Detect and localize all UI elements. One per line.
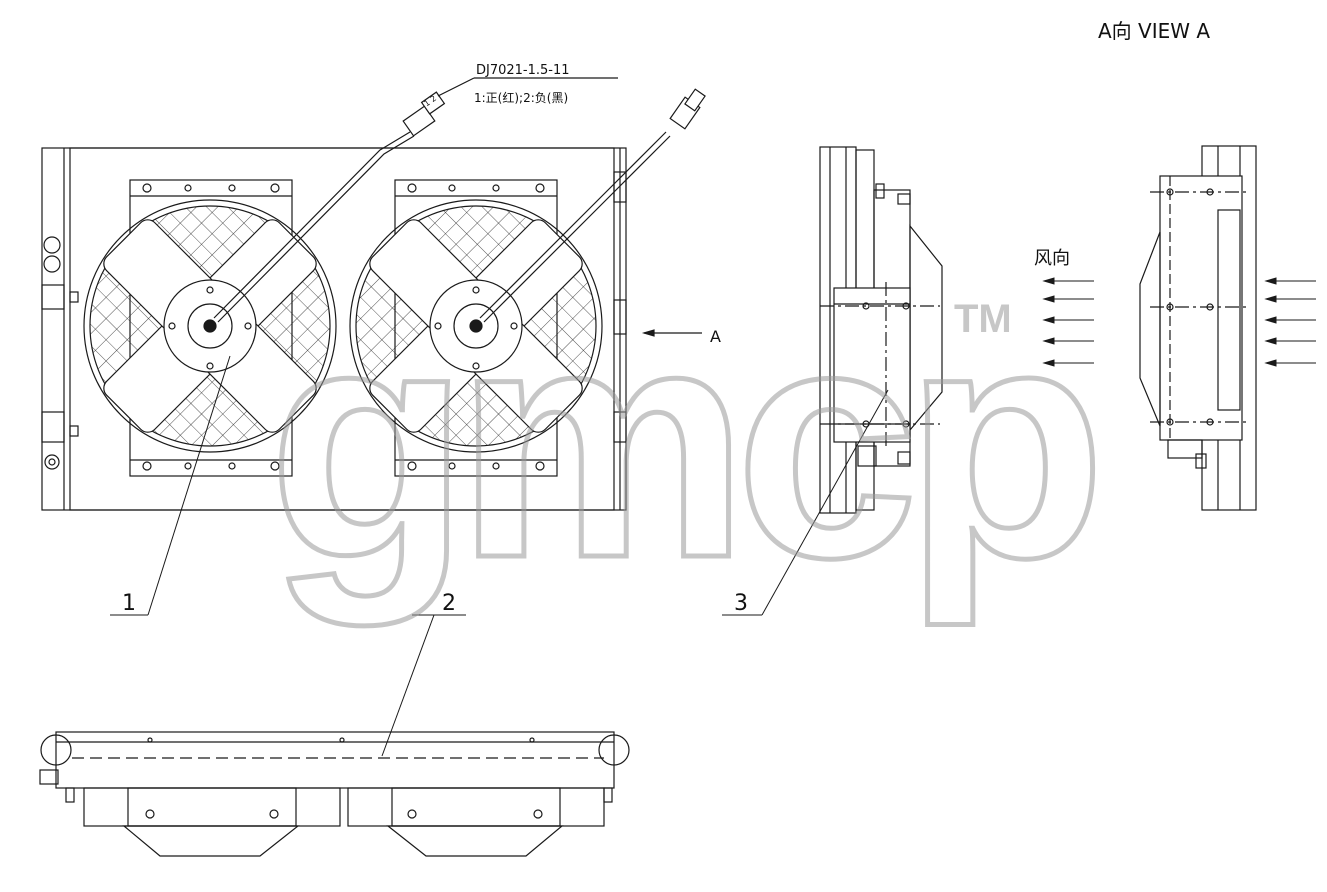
fan-assembly-right — [349, 179, 603, 477]
connector-pin-note: 1:正(红);2:负(黑) — [474, 90, 568, 105]
view-a — [1139, 145, 1257, 511]
wind-arrows — [1042, 277, 1316, 367]
fan-ring-left — [83, 199, 337, 453]
connector-part-no: DJ7021-1.5-11 — [476, 63, 570, 78]
view-title: A向 VIEW A — [1098, 19, 1210, 43]
svg-text:TM: TM — [954, 297, 1012, 341]
front-view — [41, 147, 627, 511]
callout-leaders — [110, 355, 889, 757]
callout-2: 2 — [442, 591, 456, 616]
bottom-view — [39, 731, 630, 857]
side-view — [819, 146, 943, 514]
drain-plug-icon — [44, 454, 60, 470]
callout-1: 1 — [122, 591, 136, 616]
wiring-harness — [213, 77, 706, 337]
callout-3: 3 — [734, 591, 748, 616]
pipe-fitting-icon — [43, 236, 61, 254]
fan-assembly-left — [83, 179, 337, 477]
view-arrow-label: A — [710, 327, 721, 346]
wind-direction-label: 风向 — [1034, 248, 1070, 269]
watermark-logo: gmcp TM — [266, 255, 1112, 631]
fan-ring-right — [349, 199, 603, 453]
svg-text:gmcp: gmcp — [268, 257, 1095, 628]
